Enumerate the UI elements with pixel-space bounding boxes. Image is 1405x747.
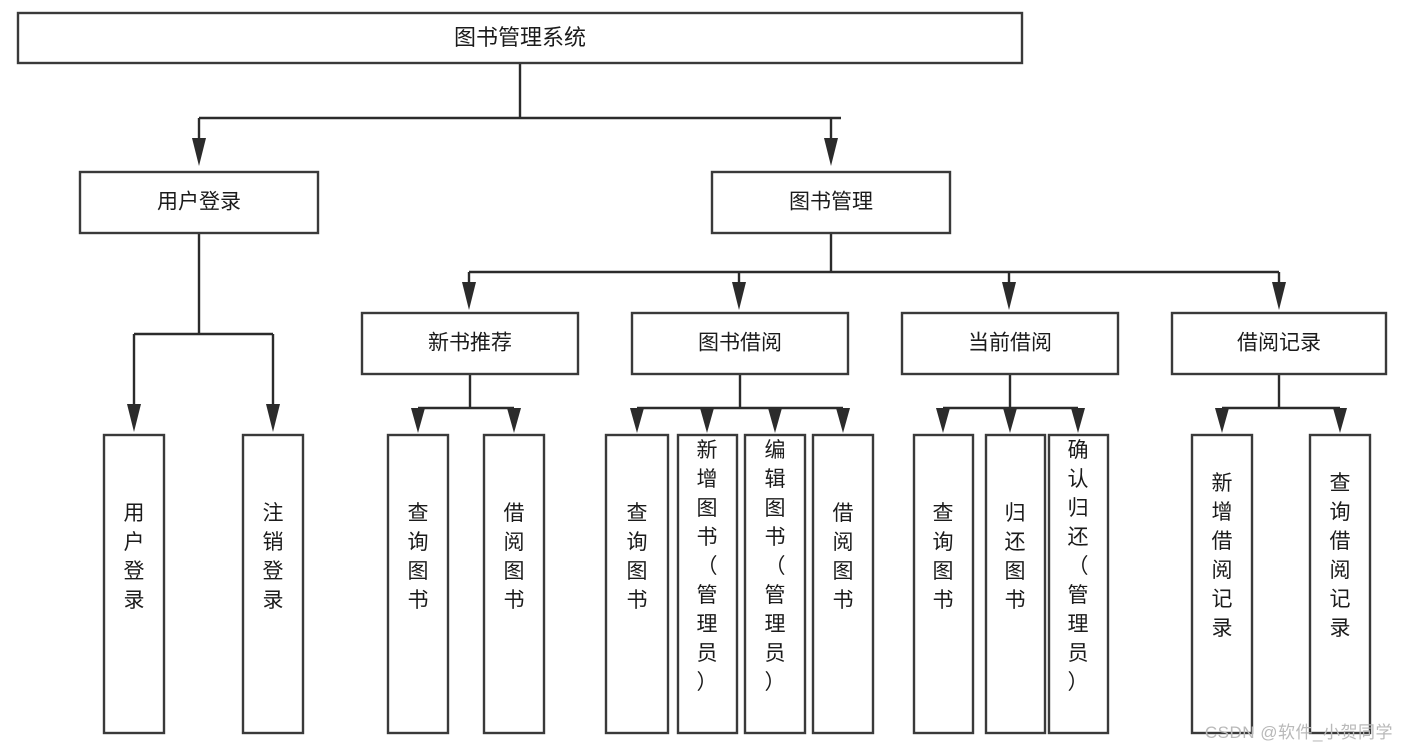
leaf-box-edit-book-admin[interactable] [743, 433, 807, 735]
leaf-node[interactable]: 注销登录 [241, 433, 305, 735]
leaf-node[interactable]: 归还图书 [984, 433, 1047, 735]
leaf-node[interactable]: 确认归还（管理员） [1047, 433, 1110, 735]
node-user-login-box[interactable] [78, 170, 320, 235]
leaf-label-query-book-1: 查询图书 [408, 502, 429, 612]
leaf-box-borrow-book-1[interactable] [482, 433, 546, 735]
node-root-label: 图书管理系统 [454, 25, 586, 50]
arrow-head-borrow-4 [836, 408, 850, 433]
connector-group-book-manage [462, 233, 1286, 310]
node-current-borrow-label: 当前借阅 [968, 332, 1052, 355]
leaf-label-query-book-2: 查询图书 [627, 502, 648, 612]
arrow-head-bookmanage-4 [1272, 282, 1286, 310]
connector-group-user-login [127, 233, 280, 432]
leaf-node[interactable]: 查询图书 [912, 433, 975, 735]
leaf-label-logout: 注销登录 [263, 502, 284, 612]
connector-group-borrow-record [1215, 374, 1347, 433]
connector-group-current-borrow [936, 374, 1085, 433]
leaf-node[interactable]: 借阅图书 [482, 433, 546, 735]
leaf-box-query-book-2[interactable] [604, 433, 670, 735]
connector-group-borrow [630, 374, 850, 433]
leaf-box-user-login[interactable] [102, 433, 166, 735]
node-borrow-record-box[interactable] [1170, 311, 1388, 376]
leaf-node[interactable]: 借阅图书 [811, 433, 875, 735]
arrow-head-newbook-2 [507, 408, 521, 433]
leaf-node[interactable]: 用户登录 [102, 433, 166, 735]
node-book-borrow-label: 图书借阅 [698, 332, 782, 355]
node-new-book-recommend-box[interactable] [360, 311, 580, 376]
leaf-label-add-borrow-record: 新增借阅记录 [1212, 472, 1233, 640]
leaf-box-logout[interactable] [241, 433, 305, 735]
arrow-head-borrowrecord-1 [1215, 408, 1229, 433]
leaf-label-query-borrow-record: 查询借阅记录 [1330, 472, 1351, 640]
arrow-head-currentborrow-2 [1003, 408, 1017, 433]
node-borrow-record[interactable]: 借阅记录 [1170, 311, 1388, 376]
leaf-label-add-book-admin: 新增图书（管理员） [697, 439, 718, 694]
arrow-head-root-1 [192, 138, 206, 166]
leaf-label-borrow-book-1: 借阅图书 [504, 502, 525, 612]
node-book-manage-box[interactable] [710, 170, 952, 235]
node-book-borrow[interactable]: 图书借阅 [630, 311, 850, 376]
arrow-head-borrowrecord-2 [1333, 408, 1347, 433]
node-root-box[interactable] [16, 11, 1024, 65]
connector-group-new-book [411, 374, 521, 433]
node-book-borrow-box[interactable] [630, 311, 850, 376]
node-root[interactable]: 图书管理系统 [16, 11, 1024, 65]
leaf-node[interactable]: 新增图书（管理员） [676, 433, 739, 735]
leaf-box-confirm-return-admin[interactable] [1047, 433, 1110, 735]
node-book-manage-label: 图书管理 [789, 191, 873, 214]
arrow-head-currentborrow-3 [1071, 408, 1085, 433]
node-current-borrow-box[interactable] [900, 311, 1120, 376]
leaf-label-edit-book-admin: 编辑图书（管理员） [765, 439, 786, 694]
arrow-head-userlogin-2 [266, 404, 280, 432]
node-current-borrow[interactable]: 当前借阅 [900, 311, 1120, 376]
arrow-head-newbook-1 [411, 408, 425, 433]
arrow-head-root-2 [824, 138, 838, 166]
node-user-login-label: 用户登录 [157, 191, 241, 214]
arrow-head-bookmanage-1 [462, 282, 476, 310]
leaf-label-user-login: 用户登录 [124, 502, 145, 612]
leaf-node[interactable]: 查询图书 [386, 433, 450, 735]
leaf-label-borrow-book-2: 借阅图书 [833, 502, 854, 612]
leaf-box-borrow-book-2[interactable] [811, 433, 875, 735]
leaf-box-add-book-admin[interactable] [676, 433, 739, 735]
leaf-box-query-book-3[interactable] [912, 433, 975, 735]
arrow-head-borrow-1 [630, 408, 644, 433]
leaf-label-query-book-3: 查询图书 [933, 502, 954, 612]
leaf-node[interactable]: 查询图书 [604, 433, 670, 735]
arrow-head-borrow-3 [768, 408, 782, 433]
arrow-head-borrow-2 [700, 408, 714, 433]
leaf-box-add-borrow-record[interactable] [1190, 433, 1254, 735]
arrow-head-currentborrow-1 [936, 408, 950, 433]
leaf-node[interactable]: 新增借阅记录 [1190, 433, 1254, 735]
leaf-label-return-book: 归还图书 [1005, 502, 1026, 612]
node-new-book-recommend[interactable]: 新书推荐 [360, 311, 580, 376]
arrow-head-bookmanage-2 [732, 282, 746, 310]
node-new-book-recommend-label: 新书推荐 [428, 332, 512, 355]
leaf-box-query-book-1[interactable] [386, 433, 450, 735]
node-book-manage[interactable]: 图书管理 [710, 170, 952, 235]
leaf-node[interactable]: 查询借阅记录 [1308, 433, 1372, 735]
arrow-head-userlogin-1 [127, 404, 141, 432]
leaf-node[interactable]: 编辑图书（管理员） [743, 433, 807, 735]
leaf-label-confirm-return-admin: 确认归还（管理员） [1068, 439, 1089, 694]
arrow-head-bookmanage-3 [1002, 282, 1016, 310]
leaf-box-return-book[interactable] [984, 433, 1047, 735]
connector-group-root [192, 63, 841, 166]
leaf-box-query-borrow-record[interactable] [1308, 433, 1372, 735]
node-borrow-record-label: 借阅记录 [1237, 332, 1321, 355]
node-user-login[interactable]: 用户登录 [78, 170, 320, 235]
